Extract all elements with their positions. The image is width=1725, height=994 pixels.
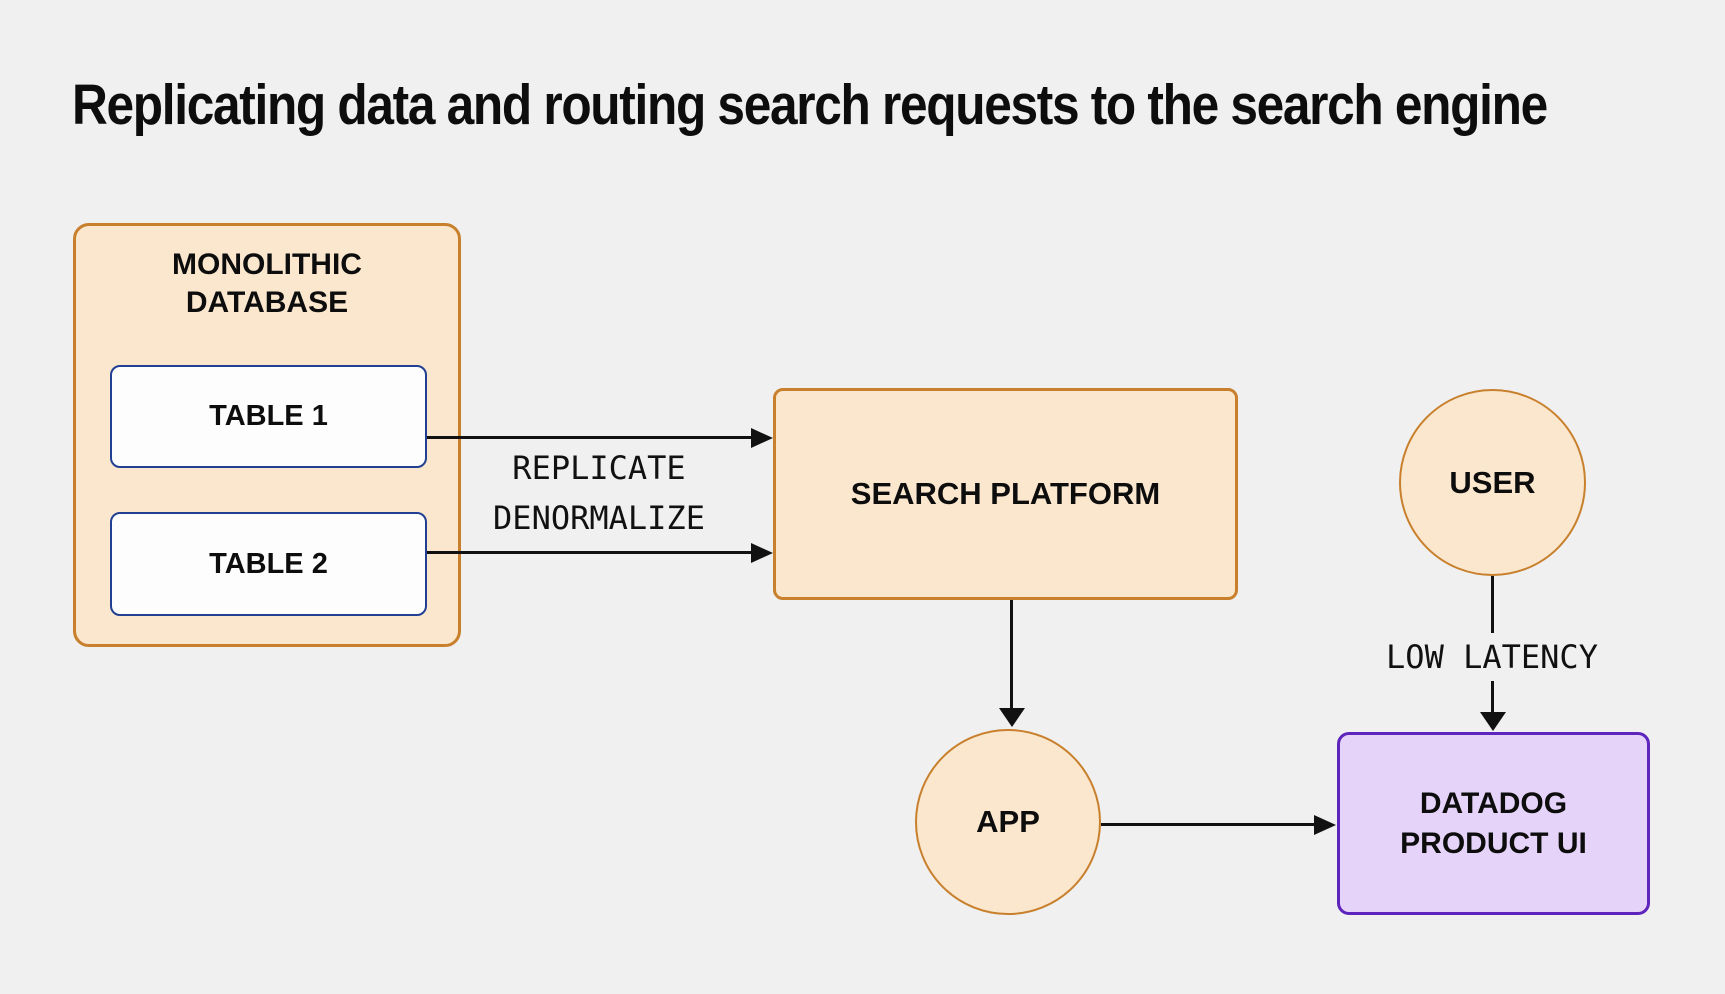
edge-user-to-datadog-line-upper <box>1491 576 1494 633</box>
node-table-1-label: TABLE 1 <box>209 400 328 432</box>
edge-label-denormalize: DENORMALIZE <box>493 499 705 537</box>
arrowhead-right-icon <box>751 543 773 563</box>
edge-table1-to-search-platform-line <box>427 436 753 439</box>
edge-label-low-latency: LOW LATENCY <box>1386 638 1598 676</box>
node-user-label: USER <box>1449 464 1536 500</box>
edge-table2-to-search-platform-line <box>427 551 753 554</box>
node-datadog-product-ui: DATADOG PRODUCT UI <box>1337 732 1650 915</box>
edge-app-to-datadog-line <box>1101 823 1316 826</box>
edge-label-replicate: REPLICATE <box>512 449 686 487</box>
arrowhead-right-icon <box>1314 815 1336 835</box>
node-datadog-product-ui-label: DATADOG PRODUCT UI <box>1400 786 1587 860</box>
arrowhead-right-icon <box>751 428 773 448</box>
arrowhead-down-icon <box>1480 712 1506 731</box>
diagram-title: Replicating data and routing search requ… <box>72 73 1548 137</box>
edge-search-platform-to-app-line <box>1010 600 1013 708</box>
arrowhead-down-icon <box>999 708 1025 727</box>
node-user: USER <box>1399 389 1586 576</box>
node-monolithic-database-label: MONOLITHIC DATABASE <box>172 248 362 319</box>
edge-user-to-datadog-line-lower <box>1491 681 1494 712</box>
node-app-label: APP <box>976 804 1040 839</box>
node-app: APP <box>915 729 1101 915</box>
node-search-platform: SEARCH PLATFORM <box>773 388 1238 600</box>
node-table-1: TABLE 1 <box>110 365 427 468</box>
node-table-2: TABLE 2 <box>110 512 427 616</box>
node-table-2-label: TABLE 2 <box>209 547 328 580</box>
node-search-platform-label: SEARCH PLATFORM <box>850 476 1161 511</box>
